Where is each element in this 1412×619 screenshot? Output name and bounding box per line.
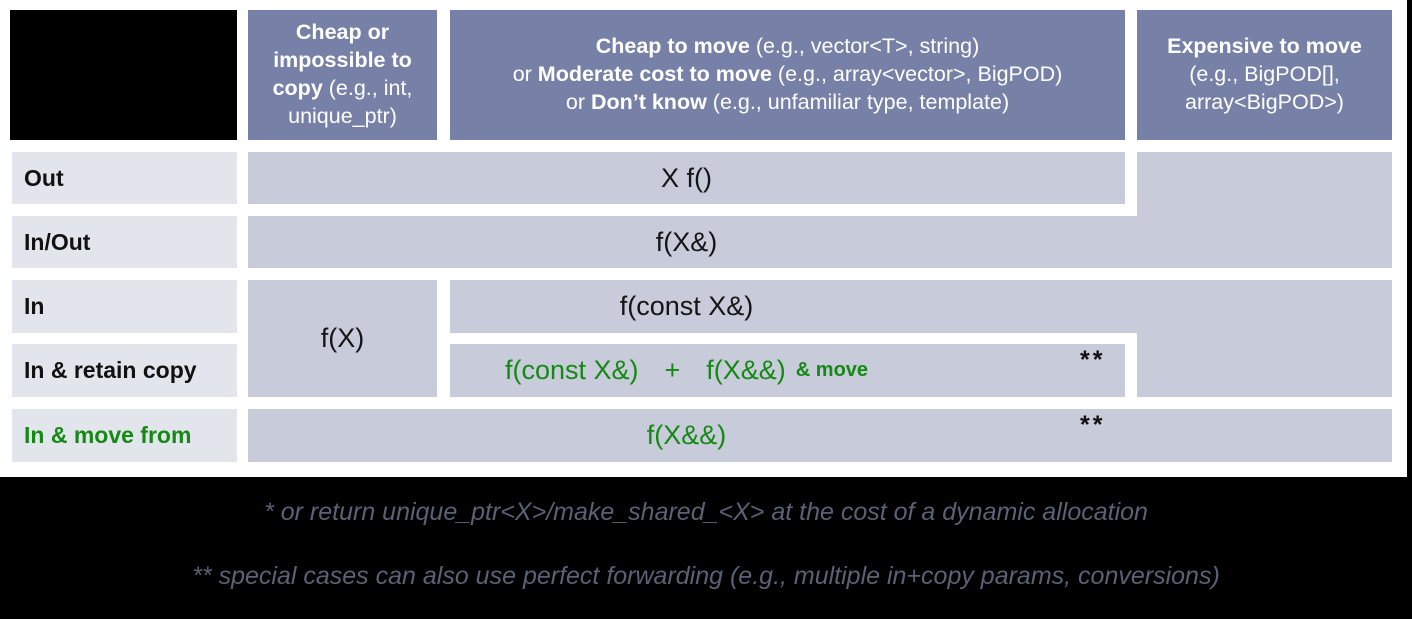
header-text-bold: Cheap or impossible to copy <box>272 20 412 100</box>
plus-sign: + <box>664 355 681 385</box>
formula-text: f(X&&) <box>706 355 786 385</box>
header-text-pre: or <box>565 89 591 114</box>
formula-text: f(X) <box>320 323 365 353</box>
header-text-pre: or <box>512 62 538 87</box>
row-label-text: In <box>24 293 45 319</box>
header-line-2: (e.g., BigPOD[], <box>1189 62 1340 87</box>
header-line-3: or Don’t know (e.g., unfamiliar type, te… <box>566 89 1009 117</box>
formula-text: f(X&) <box>655 226 718 257</box>
header-cheap-to-move: Cheap to move (e.g., vector<T>, string) … <box>450 10 1125 140</box>
header-text-bold: Cheap to move <box>595 34 750 59</box>
formula-text: f(X&&) <box>646 420 727 450</box>
cell-out-return-by-value <box>248 152 1125 204</box>
cell-out-expensive-extension <box>1137 152 1392 216</box>
formula-move: f(X&&) <box>248 409 1125 462</box>
formula-in-const-ref: f(const X&) <box>248 280 1125 333</box>
header-text-rest: (e.g., vector<T>, string) <box>749 34 980 59</box>
header-text-bold: Moderate cost to move <box>537 62 772 87</box>
header-line-1: Expensive to move <box>1167 34 1362 59</box>
row-label-text: In/Out <box>24 228 91 255</box>
formula-text: f(const X&) <box>504 355 639 385</box>
header-text-bold: Don’t know <box>590 89 707 114</box>
header-text-rest: (e.g., unfamiliar type, template) <box>706 89 1010 114</box>
cell-in-by-value <box>248 280 437 397</box>
formula-retain: f(const X&) + f(X&&) & move <box>248 344 1125 397</box>
cell-inout-reference <box>248 216 1392 268</box>
row-label-in-retain-copy: In & retain copy <box>12 344 237 397</box>
cell-move-rvalue-reference <box>248 409 1392 462</box>
header-expensive-to-move: Expensive to move (e.g., BigPOD[], array… <box>1137 10 1392 140</box>
header-line-2: or Moderate cost to move (e.g., array<ve… <box>513 61 1063 89</box>
row-label-inout: In/Out <box>12 216 237 268</box>
row-label-in-move-from: In & move from <box>12 409 237 462</box>
row-label-out: Out <box>12 152 237 204</box>
row-label-text: Out <box>24 164 64 191</box>
header-cheap-to-copy: Cheap or impossible to copy (e.g., int, … <box>248 10 437 140</box>
footnote-dynamic-allocation: * or return unique_ptr<X>/make_shared_<X… <box>264 498 1148 526</box>
retain-double-asterisk: ** <box>1080 346 1106 374</box>
row-label-text: In & move from <box>24 422 192 448</box>
formula-out: X f() <box>248 152 1125 204</box>
formula-inout: f(X&) <box>248 216 1125 268</box>
cell-in-expensive-extension <box>1137 333 1392 397</box>
formula-text: f(const X&) <box>619 291 754 321</box>
header-line-1: Cheap to move (e.g., vector<T>, string) <box>596 33 980 61</box>
cell-retain-overload-set <box>450 344 1125 397</box>
footnote-perfect-forwarding: ** special cases can also use perfect fo… <box>192 562 1220 590</box>
header-line-3: array<BigPOD>) <box>1185 89 1344 114</box>
header-text-rest: (e.g., array<vector>, BigPOD) <box>771 62 1063 87</box>
cell-in-const-reference <box>450 280 1392 333</box>
header-cheap-to-copy-text: Cheap or impossible to copy (e.g., int, … <box>254 19 431 131</box>
move-double-asterisk: ** <box>1080 411 1106 439</box>
row-label-in: In <box>12 280 237 333</box>
corner-black-box <box>10 10 237 140</box>
and-move-suffix: & move <box>795 359 869 381</box>
formula-text: X f() <box>661 162 712 193</box>
formula-in-by-value: f(X) <box>248 280 437 397</box>
row-label-text: In & retain copy <box>24 357 197 383</box>
header-text-rest: (e.g., int, unique_ptr) <box>288 76 413 128</box>
